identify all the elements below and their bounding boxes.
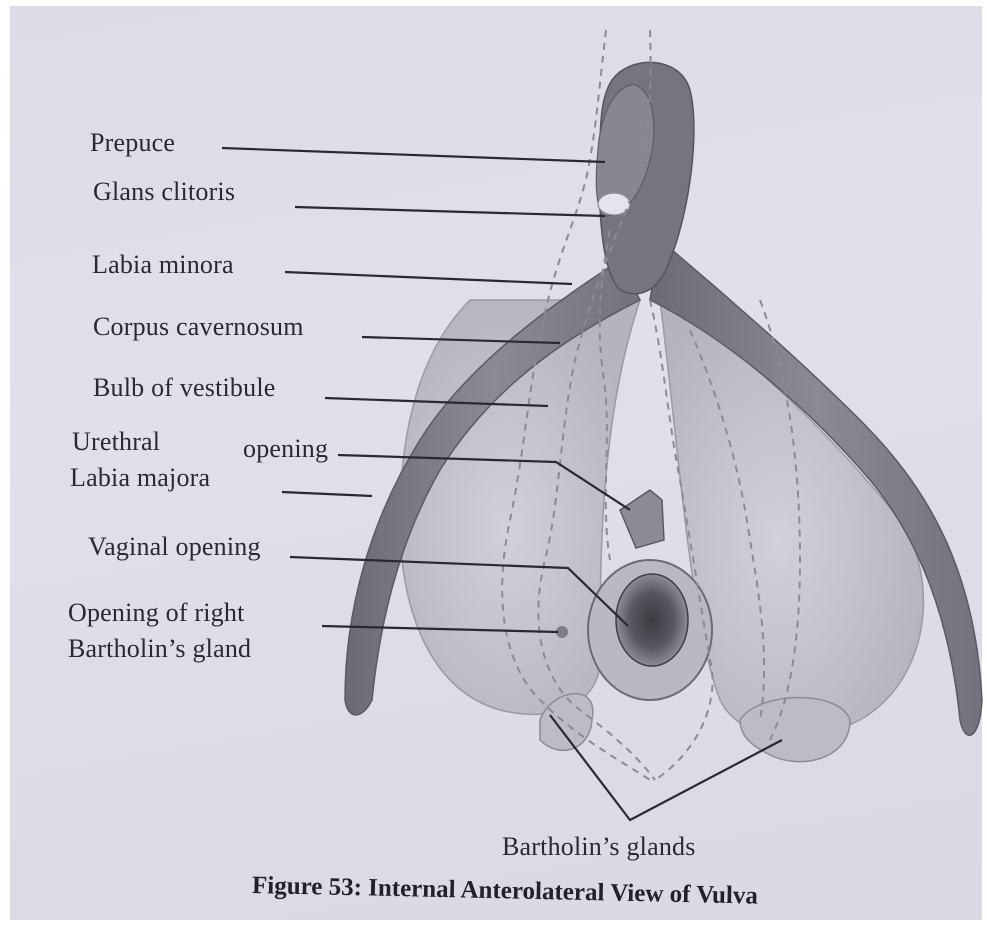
label-vaginal-opening: Vaginal opening	[88, 532, 261, 562]
vaginal-opening-shape	[616, 574, 688, 666]
leader-labia-minora	[285, 272, 572, 284]
label-bulb-of-vestibule: Bulb of vestibule	[93, 373, 276, 403]
leader-glans	[295, 207, 605, 216]
label-opening-right-line1: Opening of right	[68, 598, 245, 628]
label-labia-majora: Labia majora	[70, 463, 210, 493]
label-urethral: Urethral	[72, 427, 160, 457]
label-labia-minora: Labia minora	[92, 250, 234, 280]
label-bartholins-glands: Bartholin’s glands	[502, 832, 696, 862]
leader-labia-majora	[282, 492, 372, 496]
label-prepuce: Prepuce	[90, 128, 175, 158]
label-glans-clitoris: Glans clitoris	[93, 177, 235, 207]
urethral-opening-shape	[620, 490, 664, 548]
label-opening: opening	[243, 434, 328, 464]
leader-prepuce	[222, 148, 605, 162]
label-opening-right-line2: Bartholin’s gland	[68, 634, 251, 664]
label-corpus-cavernosum: Corpus cavernosum	[93, 312, 304, 342]
right-bartholin-gland	[740, 698, 850, 762]
